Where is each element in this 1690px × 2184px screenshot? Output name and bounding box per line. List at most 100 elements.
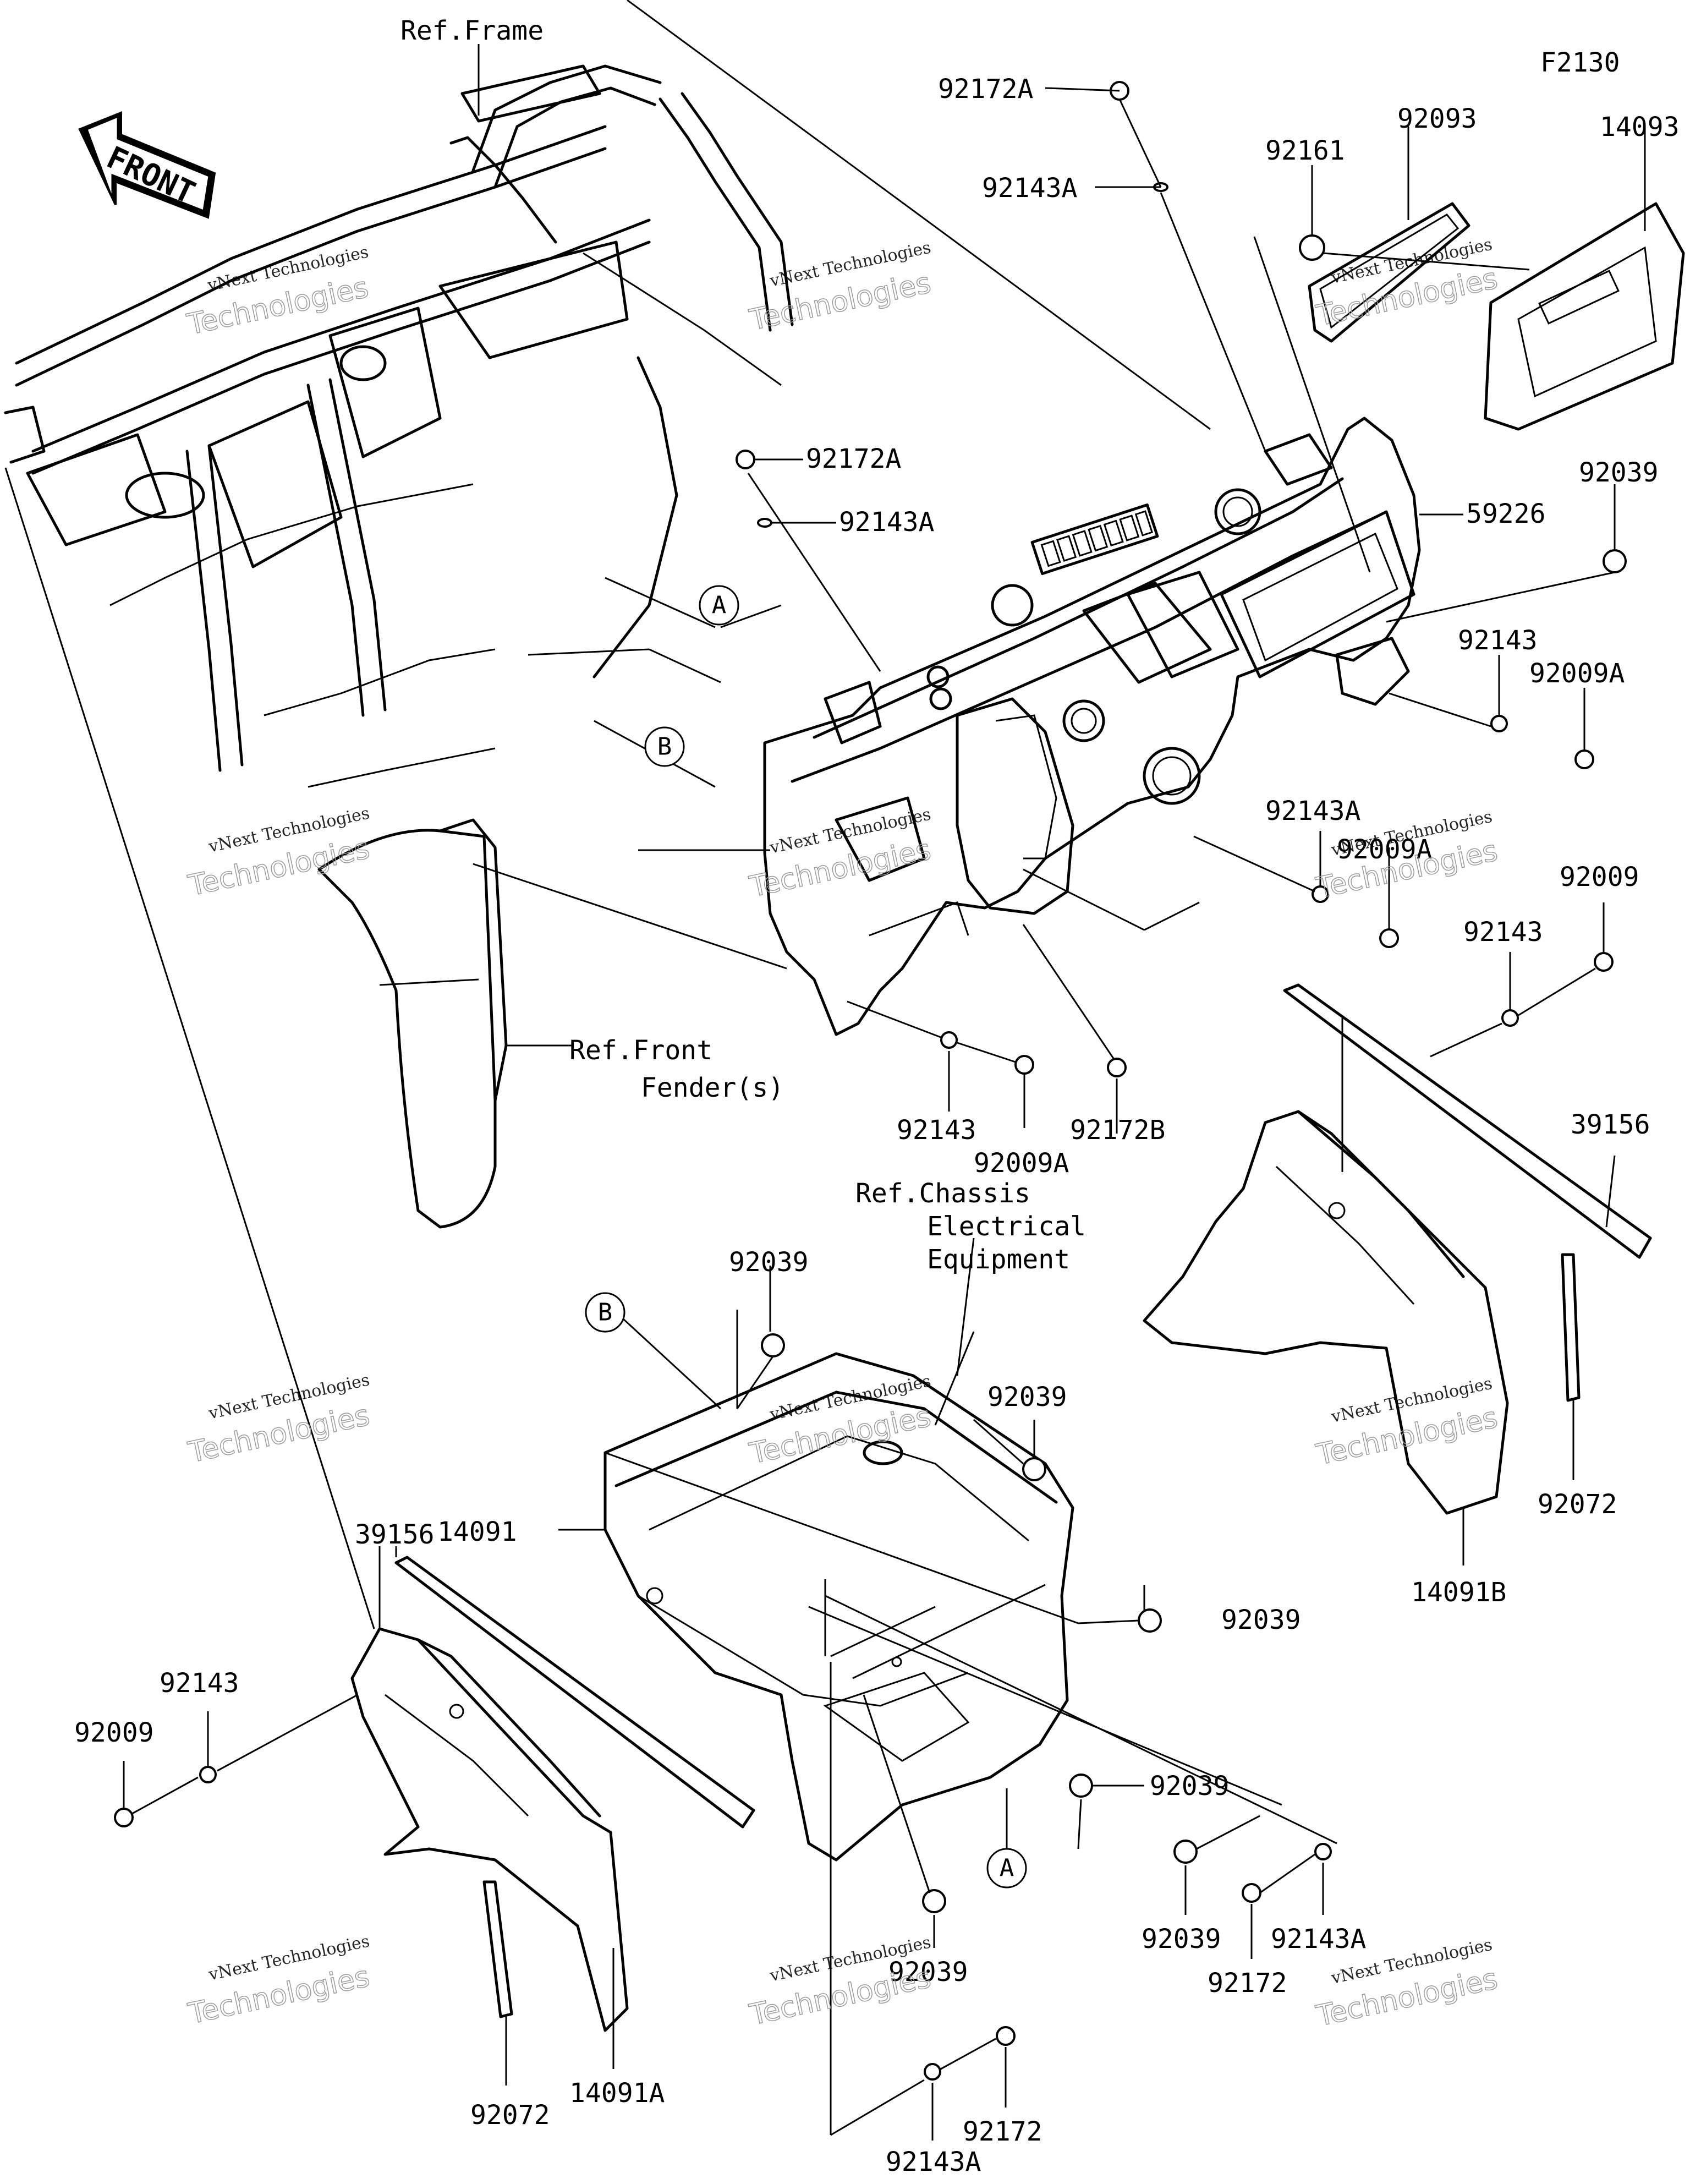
seal-39156-right: [1283, 983, 1652, 1259]
watermark: vNext Technologies Technologies: [1313, 235, 1501, 333]
part-label: 92172: [1208, 1968, 1287, 1999]
washer-92143-left: [199, 1766, 217, 1783]
part-label: 39156: [355, 1519, 435, 1550]
callout-b-lower: B: [585, 1292, 625, 1333]
part-label: 92161: [1265, 135, 1345, 166]
part-label: 92172A: [938, 74, 1033, 105]
ref-front-fender-label-1: Ref.Front: [569, 1035, 712, 1066]
grommet-92161: [1299, 234, 1325, 261]
figure-code: F2130: [1540, 47, 1620, 78]
part-label: 92039: [1221, 1605, 1301, 1635]
part-label: 92143A: [982, 173, 1077, 204]
trim-92072-right: [1561, 1253, 1581, 1402]
side-cover-14091B: [1143, 1110, 1509, 1515]
svg-text:A: A: [712, 592, 727, 620]
part-label: 39156: [1571, 1109, 1650, 1140]
washer-92143A-center: [1312, 885, 1329, 903]
part-label: 92039: [1150, 1771, 1230, 1802]
clip-92039-mid: [1138, 1608, 1162, 1633]
part-label: 92143A: [839, 507, 934, 538]
washer-92143A-mid: [757, 518, 772, 528]
washer-92143A-bottom: [924, 2063, 941, 2081]
part-label: 92009: [1560, 862, 1639, 893]
part-label: 92039: [729, 1247, 809, 1278]
bolt-92009A-center: [1379, 928, 1399, 948]
callout-b-upper: B: [644, 726, 685, 767]
clip-92039-right: [1603, 549, 1627, 573]
glove-box-lid-14093: [1484, 202, 1685, 431]
frame-assembly: [4, 64, 794, 788]
washer-92143-right: [1490, 715, 1508, 732]
fasteners: [114, 81, 1627, 2081]
part-label: 92072: [470, 2100, 550, 2131]
part-label: 92039: [1142, 1924, 1221, 1955]
front-direction-arrow-icon: FRONT: [78, 111, 216, 219]
ref-front-fender-label-2: Fender(s): [641, 1072, 784, 1103]
washer-92143A-lowright: [1314, 1843, 1332, 1860]
clip-92039-lowmid: [1069, 1774, 1093, 1798]
part-label: 14091A: [569, 2078, 665, 2109]
part-label: 92143A: [1265, 796, 1360, 826]
svg-text:B: B: [657, 733, 672, 761]
clip-92039-upper2: [1022, 1457, 1046, 1481]
bolt-92009A-lower: [1014, 1055, 1034, 1075]
part-label: 92172B: [1070, 1115, 1165, 1146]
part-label: 92009A: [974, 1148, 1069, 1179]
front-fender-reference: [317, 818, 508, 1229]
screw-92172-bottom: [996, 2026, 1016, 2046]
bolt-92009-left: [114, 1808, 134, 1827]
part-label: 92143: [1463, 917, 1543, 948]
watermark: vNext Technologies Technologies: [746, 238, 934, 337]
part-label: 92009A: [1337, 834, 1432, 865]
part-label: 92039: [888, 1957, 968, 1988]
part-label: 92172: [963, 2116, 1042, 2147]
watermark: vNext Technologies Technologies: [185, 1931, 373, 2031]
part-label: 14091B: [1411, 1577, 1506, 1608]
clip-92039-upper: [761, 1333, 785, 1358]
ref-chassis-label-2: Electrical: [927, 1211, 1086, 1242]
part-label: 92039: [987, 1382, 1067, 1413]
clip-92039-bottom: [922, 1889, 946, 1913]
ref-frame-label: Ref.Frame: [400, 15, 544, 46]
bolt-92009-right: [1594, 952, 1614, 972]
part-label: 92143: [160, 1668, 239, 1699]
part-label: 92143A: [886, 2147, 981, 2177]
part-label: 92143: [1458, 625, 1538, 656]
watermark: vNext Technologies Technologies: [746, 1933, 934, 2032]
bolt-92009A-right: [1574, 749, 1594, 769]
part-label: 14091: [437, 1517, 517, 1547]
part-label: 92072: [1538, 1489, 1617, 1520]
part-label: 14093: [1600, 112, 1680, 143]
watermark: vNext Technologies Technologies: [185, 803, 373, 903]
screw-92172A-mid: [736, 450, 755, 469]
seal-39156-left: [394, 1556, 755, 1829]
center-panel-14091: [603, 1352, 1074, 1862]
watermark: vNext Technologies Technologies: [185, 1370, 373, 1470]
part-label: 92009: [74, 1717, 154, 1748]
screw-92172-lowright: [1242, 1883, 1261, 1903]
part-labels: 92172A 92143A 92161 92093 14093 92172A 9…: [74, 74, 1680, 2177]
washer-92143-lower: [940, 1031, 958, 1049]
callout-a-upper: A: [699, 585, 739, 626]
ref-chassis-label-3: Equipment: [927, 1244, 1070, 1275]
part-label: 59226: [1466, 499, 1546, 529]
part-label: 92039: [1579, 457, 1659, 488]
part-label: 92093: [1397, 103, 1477, 134]
dashboard-panel-59226: [763, 417, 1421, 1036]
glove-box-seal-92093: [1308, 202, 1470, 343]
part-label: 92172A: [806, 444, 901, 474]
clip-92039-lowright: [1173, 1840, 1198, 1864]
callout-a-lower: A: [986, 1848, 1027, 1889]
part-label: 92009A: [1529, 658, 1625, 689]
svg-text:B: B: [598, 1299, 613, 1327]
trim-92072-left: [482, 1880, 513, 2018]
part-label: 92143A: [1271, 1924, 1366, 1955]
side-cover-14091A: [350, 1627, 629, 2032]
washer-92143-right2: [1501, 1009, 1519, 1027]
watermark: vNext Technologies Technologies: [1313, 1374, 1501, 1473]
svg-text:A: A: [1000, 1854, 1014, 1882]
part-label: 92143: [897, 1115, 976, 1146]
screw-92172B: [1107, 1058, 1127, 1077]
ref-chassis-label-1: Ref.Chassis: [855, 1178, 1030, 1209]
